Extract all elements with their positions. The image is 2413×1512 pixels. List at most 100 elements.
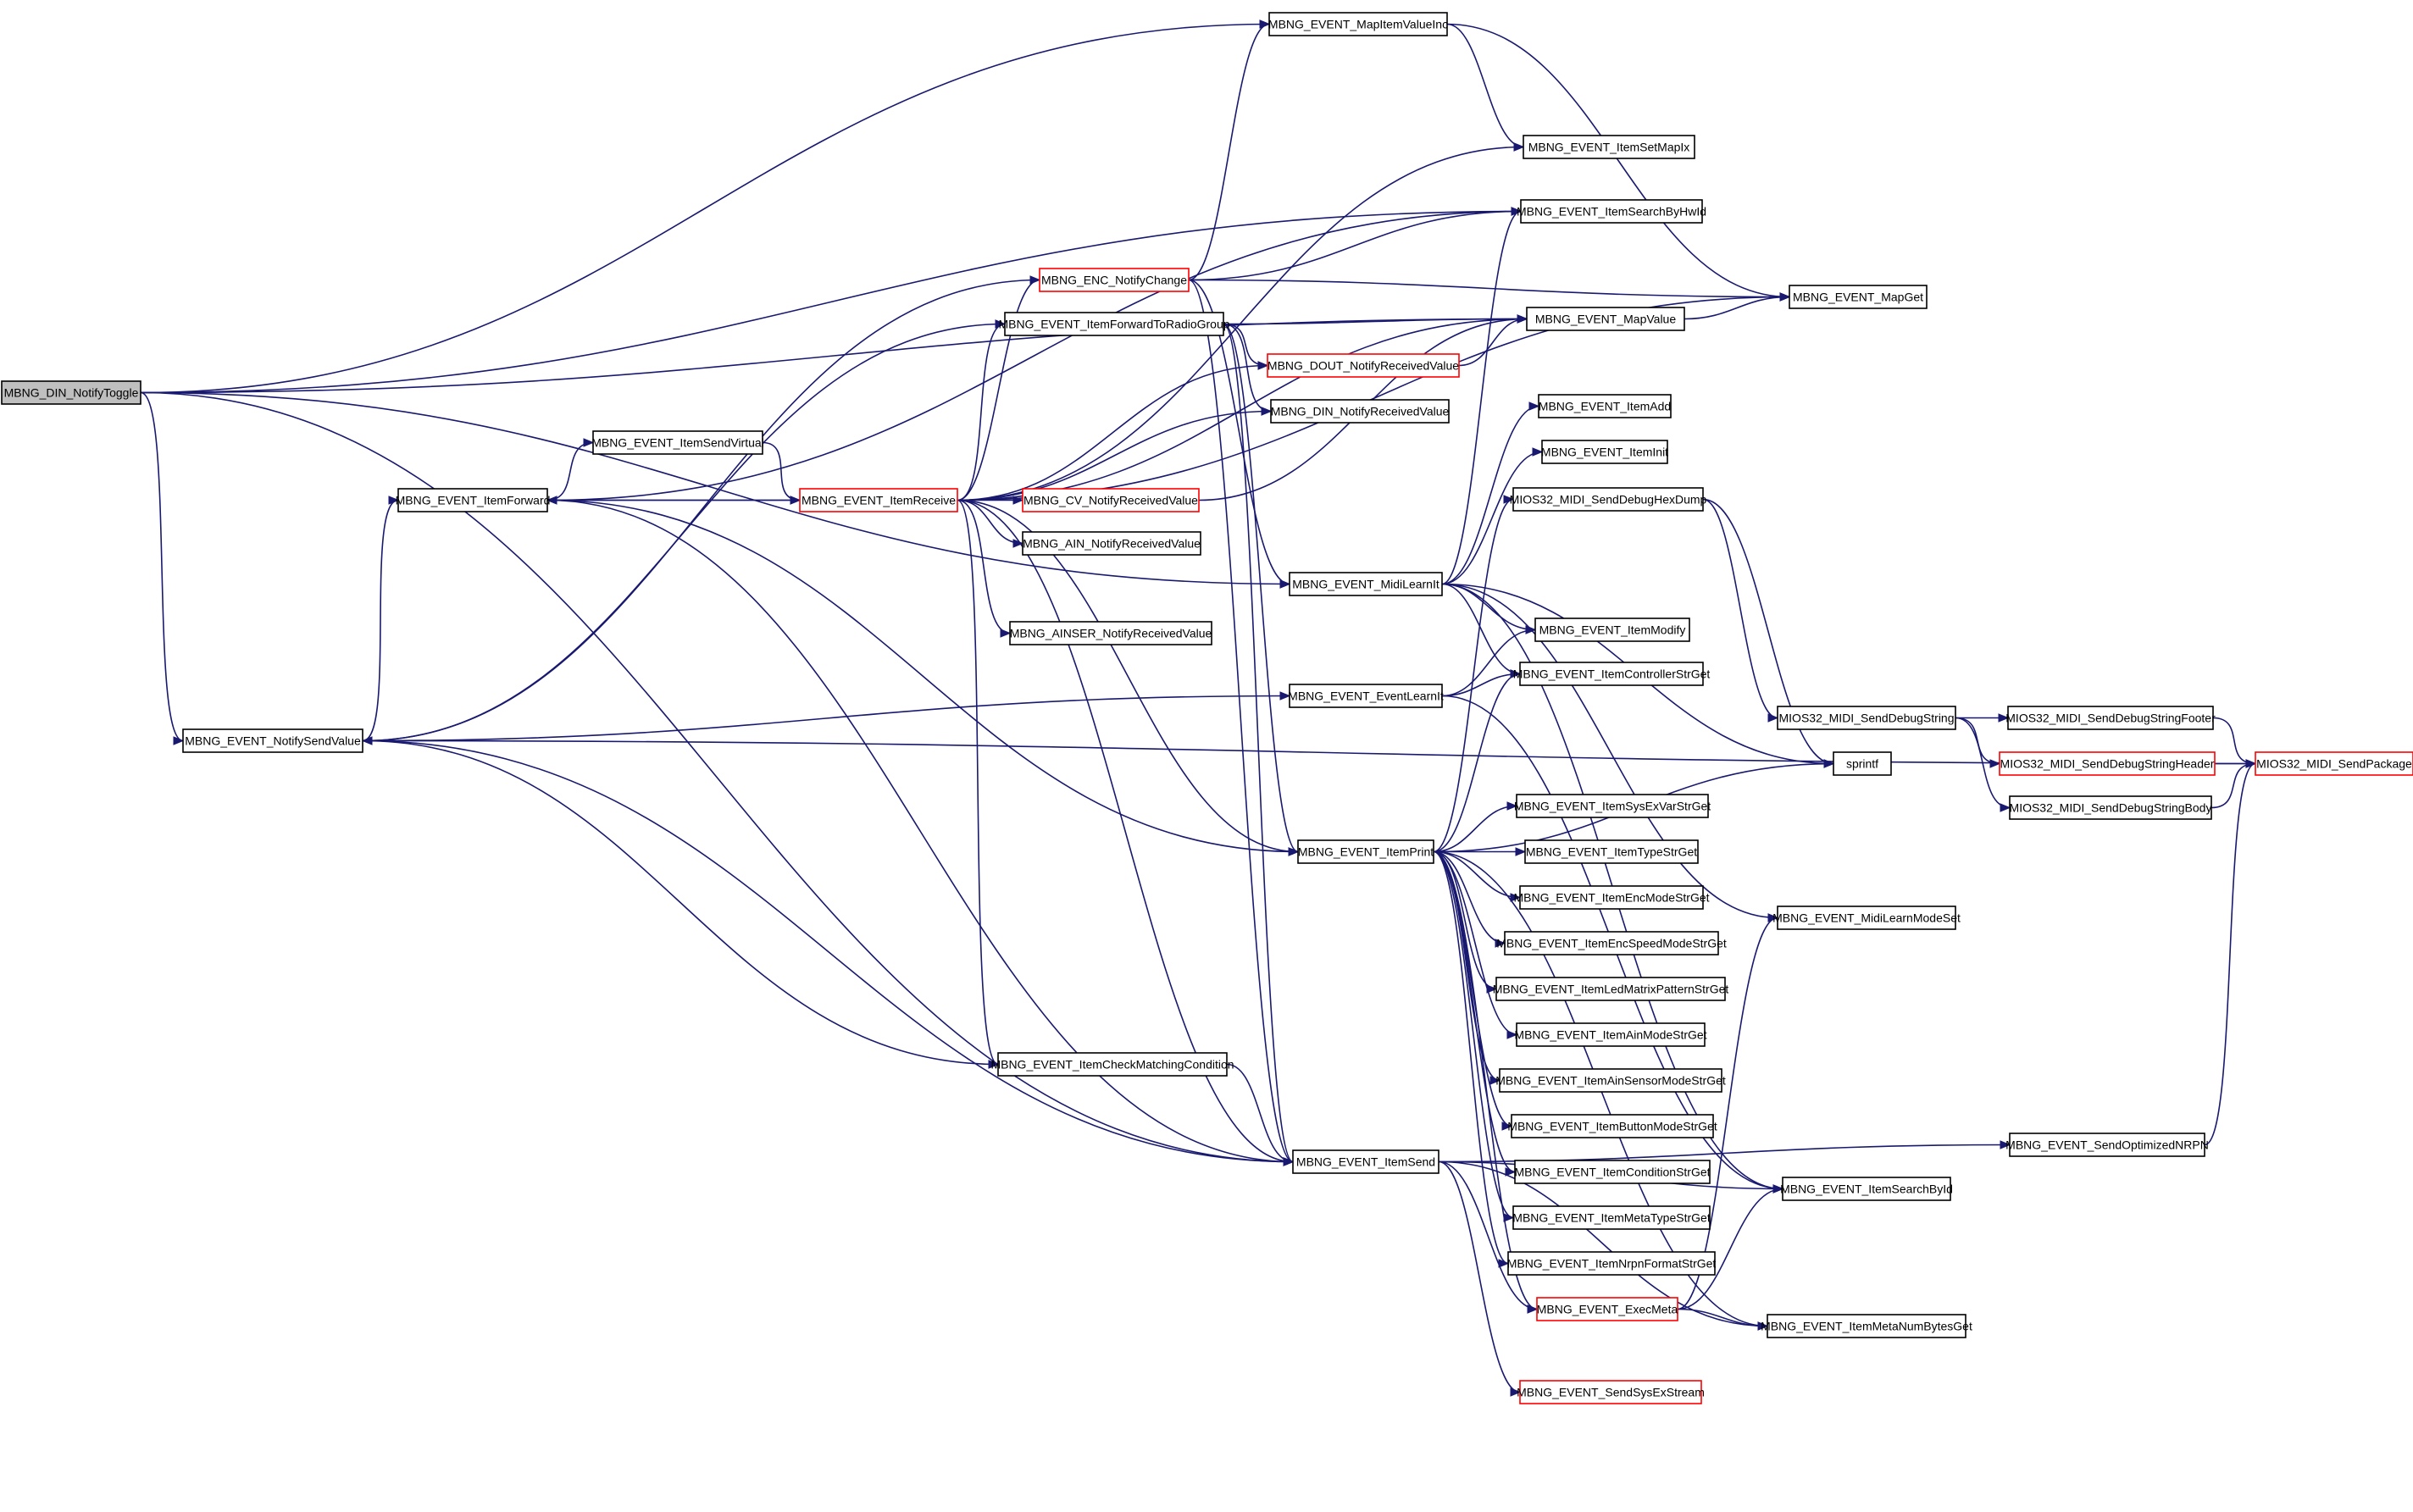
node-label: MBNG_EVENT_MidiLearnModeSet <box>1772 911 1961 925</box>
arrowhead <box>1501 1122 1513 1131</box>
edge-item_send-to-meta_numbytes <box>1438 1160 1768 1327</box>
node-mios32-midi-senddebughexdump[interactable]: MIOS32_MIDI_SendDebugHexDump <box>1510 487 1707 512</box>
node-mbng-event-itemmodify[interactable]: MBNG_EVENT_ItemModify <box>1534 618 1690 642</box>
edge-exec_meta-to-learn_mode <box>1677 917 1778 1310</box>
edge-enc_notify-to-midi_learn <box>1188 279 1290 585</box>
node-mbng-event-itemcheckmatchingcondition[interactable]: MBNG_EVENT_ItemCheckMatchingCondition <box>990 1052 1234 1077</box>
node-mbng-event-iteminit[interactable]: MBNG_EVENT_ItemInit <box>1541 440 1668 464</box>
arrowhead <box>1279 691 1291 701</box>
edge-enc_notify-to-map_get <box>1188 279 1790 298</box>
node-mbng-event-mapitemvalueinc[interactable]: MBNG_EVENT_MapItemValueInc <box>1268 12 1448 36</box>
node-label: MBNG_DOUT_NotifyReceivedValue <box>1268 359 1459 373</box>
node-label: MBNG_EVENT_ItemForward <box>396 494 551 507</box>
arrowhead <box>1527 1304 1539 1314</box>
node-mbng-event-itemmetanumbytesget[interactable]: MBNG_EVENT_ItemMetaNumBytesGet <box>1761 1314 1972 1338</box>
node-mbng-event-itemencmodestrget[interactable]: MBNG_EVENT_ItemEncModeStrGet <box>1513 885 1710 910</box>
node-label: MBNG_EVENT_ItemAdd <box>1539 400 1671 413</box>
edge-event_learn-to-ctrl_str <box>1441 673 1521 697</box>
node-mbng-event-itemainsensormodestrget[interactable]: MBNG_EVENT_ItemAinSensorModeStrGet <box>1495 1068 1726 1093</box>
arrowhead <box>1257 361 1269 370</box>
edge-item_send-to-sysex_stream <box>1438 1160 1521 1393</box>
node-mbng-event-notifysendvalue[interactable]: MBNG_EVENT_NotifySendValue <box>182 728 363 753</box>
node-mbng-event-itemsearchbyid[interactable]: MBNG_EVENT_ItemSearchById <box>1780 1177 1953 1201</box>
node-mbng-event-itemsend[interactable]: MBNG_EVENT_ItemSend <box>1292 1149 1439 1174</box>
node-box <box>1536 1297 1678 1321</box>
node-label: MBNG_EVENT_ItemMetaNumBytesGet <box>1761 1320 1972 1333</box>
edge-notify_send-to-event_learn <box>362 695 1290 742</box>
node-mbng-event-itemmetatypestrget[interactable]: MBNG_EVENT_ItemMetaTypeStrGet <box>1512 1205 1711 1230</box>
arrowhead <box>546 496 557 505</box>
node-mbng-event-itemsysexvarstrget[interactable]: MBNG_EVENT_ItemSysExVarStrGet <box>1514 794 1711 818</box>
node-label: MBNG_EVENT_ItemReceive <box>802 494 956 507</box>
node-box <box>2009 1133 2205 1157</box>
node-mbng-event-mapget[interactable]: MBNG_EVENT_MapGet <box>1789 285 1928 309</box>
edge-item_send-to-send_nrpn <box>1438 1144 2011 1163</box>
arrowhead <box>1279 579 1291 589</box>
node-mbng-event-mapvalue[interactable]: MBNG_EVENT_MapValue <box>1526 307 1685 331</box>
node-mbng-event-itemledmatrixpatternstrget[interactable]: MBNG_EVENT_ItemLedMatrixPatternStrGet <box>1493 977 1729 1001</box>
node-mbng-enc-notifychange[interactable]: MBNG_ENC_NotifyChange <box>1039 268 1190 292</box>
node-label: MBNG_EVENT_MapGet <box>1793 291 1923 304</box>
node-mbng-event-itemsearchbyhwid[interactable]: MBNG_EVENT_ItemSearchByHwId <box>1517 199 1706 224</box>
node-label: MBNG_ENC_NotifyChange <box>1041 274 1187 287</box>
arrowhead <box>1823 759 1835 768</box>
node-mbng-event-itembuttonmodestrget[interactable]: MBNG_EVENT_ItemButtonModeStrGet <box>1507 1114 1717 1138</box>
edge-dbg_footer-to-send_package <box>2212 717 2256 765</box>
node-mbng-event-execmeta[interactable]: MBNG_EVENT_ExecMeta <box>1536 1297 1678 1321</box>
node-mbng-din-notifytoggle[interactable]: MBNG_DIN_NotifyToggle <box>1 380 141 405</box>
node-mbng-ainser-notifyreceivedvalue[interactable]: MBNG_AINSER_NotifyReceivedValue <box>1009 621 1212 645</box>
node-mbng-event-itemprint[interactable]: MBNG_EVENT_ItemPrint <box>1297 839 1434 864</box>
edge-din_toggle-to-midi_learn <box>140 391 1290 585</box>
edge-send_nrpn-to-send_package <box>2204 762 2256 1146</box>
node-mbng-event-itemencspeedmodestrget[interactable]: MBNG_EVENT_ItemEncSpeedModeStrGet <box>1496 931 1727 955</box>
node-mbng-event-itemsendvirtual[interactable]: MBNG_EVENT_ItemSendVirtual <box>591 430 764 455</box>
node-mbng-event-itemcontrollerstrget[interactable]: MBNG_EVENT_ItemControllerStrGet <box>1513 662 1711 686</box>
node-mbng-event-itemconditionstrget[interactable]: MBNG_EVENT_ItemConditionStrGet <box>1514 1160 1711 1184</box>
node-box <box>1499 1068 1722 1093</box>
node-mbng-cv-notifyreceivedvalue[interactable]: MBNG_CV_NotifyReceivedValue <box>1022 488 1200 512</box>
node-box <box>1267 353 1460 378</box>
edge-midi_learn-to-item_modify <box>1441 583 1536 631</box>
node-mios32-midi-senddebugstringfooter[interactable]: MIOS32_MIDI_SendDebugStringFooter <box>2005 706 2216 730</box>
node-mbng-event-midilearnmodeset[interactable]: MBNG_EVENT_MidiLearnModeSet <box>1772 906 1961 930</box>
edge-exec_meta-to-meta_numbytes <box>1677 1308 1768 1327</box>
node-box <box>2007 706 2214 730</box>
node-box <box>1268 12 1448 36</box>
edge-exec_meta-to-search_id <box>1677 1188 1783 1310</box>
arrowhead <box>988 1060 1000 1069</box>
node-mios32-midi-sendpackage[interactable]: MIOS32_MIDI_SendPackage <box>2255 751 2413 776</box>
node-mbng-event-itemreceive[interactable]: MBNG_EVENT_ItemReceive <box>799 488 958 512</box>
node-mios32-midi-senddebugstringheader[interactable]: MIOS32_MIDI_SendDebugStringHeader <box>1999 751 2216 776</box>
arrowhead <box>1779 292 1791 302</box>
node-box <box>397 488 548 512</box>
node-box <box>1519 662 1704 686</box>
arrowhead <box>1989 759 2001 768</box>
node-mios32-midi-senddebugstringbody[interactable]: MIOS32_MIDI_SendDebugStringBody <box>2009 795 2212 820</box>
edge-fwd_radio-to-din_recv <box>1223 323 1272 413</box>
node-mbng-dout-notifyreceivedvalue[interactable]: MBNG_DOUT_NotifyReceivedValue <box>1267 353 1460 378</box>
node-mbng-event-eventlearnit[interactable]: MBNG_EVENT_EventLearnIt <box>1288 684 1444 708</box>
arrowhead <box>995 319 1007 329</box>
node-mios32-midi-senddebugstring[interactable]: MIOS32_MIDI_SendDebugString <box>1777 706 1956 730</box>
node-mbng-din-notifyreceivedvalue[interactable]: MBNG_DIN_NotifyReceivedValue <box>1270 399 1450 424</box>
arrowhead <box>1510 669 1522 678</box>
node-mbng-event-itemainmodestrget[interactable]: MBNG_EVENT_ItemAinModeStrGet <box>1514 1022 1707 1047</box>
node-mbng-event-itemforward[interactable]: MBNG_EVENT_ItemForward <box>396 488 551 512</box>
node-mbng-event-itemforwardtoradiogroup[interactable]: MBNG_EVENT_ItemForwardToRadioGroup <box>998 312 1230 336</box>
arrowhead <box>1503 495 1515 504</box>
edge-item_print-to-nrpnfmt_str <box>1433 850 1509 1265</box>
node-mbng-event-sendoptimizednrpn[interactable]: MBNG_EVENT_SendOptimizedNRPN <box>2005 1133 2209 1157</box>
node-mbng-ain-notifyreceivedvalue[interactable]: MBNG_AIN_NotifyReceivedValue <box>1022 531 1201 556</box>
edge-item_print-to-sysexvar_str <box>1433 805 1517 853</box>
edge-enc_notify-to-notify_send <box>362 279 1040 742</box>
node-mbng-event-itemtypestrget[interactable]: MBNG_EVENT_ItemTypeStrGet <box>1524 839 1699 864</box>
node-sprintf[interactable]: sprintf <box>1833 751 1892 776</box>
edge-mapitem_inc-to-map_get <box>1446 23 1790 298</box>
node-mbng-event-itemnrpnformatstrget[interactable]: MBNG_EVENT_ItemNrpnFormatStrGet <box>1507 1251 1717 1276</box>
node-mbng-event-sendsysexstream[interactable]: MBNG_EVENT_SendSysExStream <box>1517 1380 1705 1404</box>
node-mbng-event-itemadd[interactable]: MBNG_EVENT_ItemAdd <box>1538 394 1672 418</box>
edge-item_print-to-ctrl_str <box>1433 673 1521 853</box>
node-mbng-event-midilearnit[interactable]: MBNG_EVENT_MidiLearnIt <box>1289 572 1443 596</box>
node-mbng-event-itemsetmapix[interactable]: MBNG_EVENT_ItemSetMapIx <box>1523 135 1695 159</box>
